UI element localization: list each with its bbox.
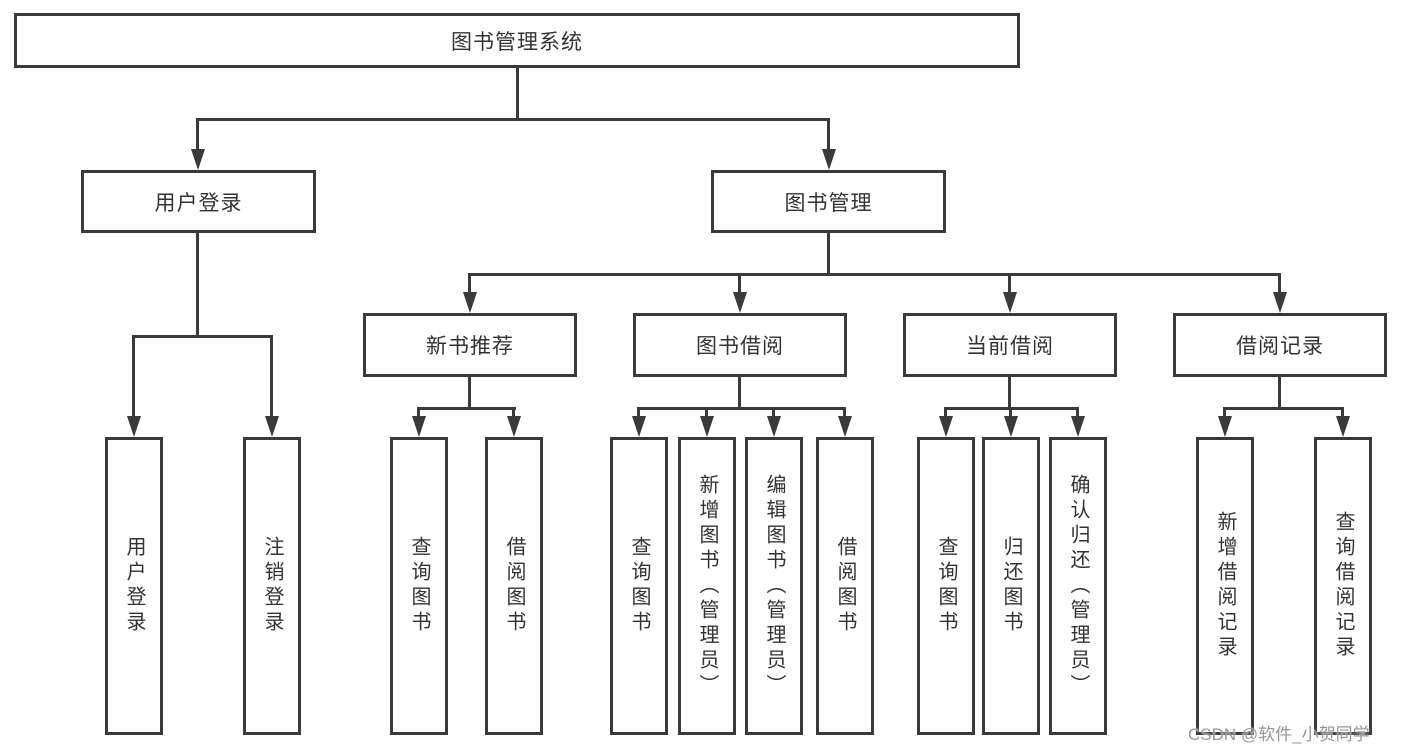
arrowhead-down-icon: [191, 149, 205, 170]
connector-user-login-stem: [196, 118, 199, 154]
node-new-book-recommend: 新书推荐: [363, 313, 577, 377]
connector-leaf-stem: [637, 407, 640, 421]
arrowhead-down-icon: [463, 292, 477, 313]
node-label: 图书借阅: [696, 335, 784, 358]
connector-down: [738, 377, 741, 407]
connector-book-mgmt-down: [827, 233, 830, 273]
leaf-label: 归还图书: [1000, 536, 1022, 636]
connector-down: [468, 377, 471, 407]
connector-down: [1008, 377, 1011, 407]
arrowhead-down-icon: [1218, 416, 1232, 437]
leaf-label: 确认归还（管理员）: [1067, 473, 1089, 699]
connector-current-stem: [1008, 273, 1011, 295]
leaf-query-books-current: 查询图书: [917, 437, 975, 735]
node-book-borrowing: 图书借阅: [633, 313, 847, 377]
leaf-user-login: 用户登录: [105, 437, 163, 735]
csdn-watermark: CSDN @软件_小贺同学: [1188, 725, 1370, 744]
connector-leaf-stem: [772, 407, 775, 421]
node-label: 当前借阅: [966, 335, 1054, 358]
leaf-label: 查询图书: [935, 536, 957, 636]
connector-leaf-stem: [512, 407, 515, 421]
leaf-label: 借阅图书: [834, 536, 856, 636]
leaf-return-books: 归还图书: [982, 437, 1040, 735]
arrowhead-down-icon: [1273, 292, 1287, 313]
arrowhead-down-icon: [700, 416, 714, 437]
connector-level2-rail: [468, 273, 1281, 276]
arrowhead-down-icon: [838, 416, 852, 437]
connector-leaf-stem: [1341, 407, 1344, 421]
leaf-logout: 注销登录: [243, 437, 301, 735]
arrowhead-down-icon: [1336, 416, 1350, 437]
connector-leaf-stem: [1009, 407, 1012, 421]
connector-new-book-stem: [468, 273, 471, 295]
node-borrow-records: 借阅记录: [1173, 313, 1387, 377]
arrowhead-down-icon: [733, 292, 747, 313]
node-user-login: 用户登录: [81, 170, 316, 233]
node-label: 用户登录: [154, 191, 243, 215]
connector-root-stem: [516, 68, 519, 118]
connector-leaf-stem: [705, 407, 708, 421]
connector-leaf-stem: [1223, 407, 1226, 421]
node-label: 图书管理系统: [451, 30, 583, 54]
node-label: 借阅记录: [1236, 335, 1324, 358]
arrowhead-down-icon: [265, 416, 279, 437]
leaf-label: 编辑图书（管理员）: [763, 473, 785, 699]
leaf-query-books-recommend: 查询图书: [390, 437, 448, 735]
connector-leaf-stem: [132, 335, 135, 421]
connector-records-stem: [1278, 273, 1281, 295]
leaf-query-borrow-record: 查询借阅记录: [1314, 437, 1372, 735]
arrowhead-down-icon: [632, 416, 646, 437]
leaf-add-books-admin: 新增图书（管理员）: [678, 437, 736, 735]
node-current-borrowing: 当前借阅: [903, 313, 1117, 377]
node-book-management: 图书管理: [711, 170, 946, 233]
connector-level1-rail: [196, 118, 830, 121]
connector-user-login-rail: [132, 335, 273, 338]
leaf-add-borrow-record: 新增借阅记录: [1196, 437, 1254, 735]
connector-leaf-stem: [270, 335, 273, 421]
connector-borrow-stem: [738, 273, 741, 295]
arrowhead-down-icon: [507, 416, 521, 437]
arrowhead-down-icon: [767, 416, 781, 437]
connector-leaf-stem: [944, 407, 947, 421]
arrowhead-down-icon: [127, 416, 141, 437]
connector-down: [1278, 377, 1281, 407]
connector-leaf-stem: [417, 407, 420, 421]
leaf-label: 借阅图书: [503, 536, 525, 636]
leaf-confirm-return-admin: 确认归还（管理员）: [1049, 437, 1107, 735]
node-library-system: 图书管理系统: [14, 13, 1020, 68]
leaf-borrow-books-recommend: 借阅图书: [485, 437, 543, 735]
node-label: 新书推荐: [426, 335, 514, 358]
node-label: 图书管理: [784, 191, 873, 215]
leaf-label: 查询借阅记录: [1332, 511, 1354, 661]
connector-book-mgmt-stem: [827, 118, 830, 154]
leaf-label: 新增图书（管理员）: [696, 473, 718, 699]
connector-rail: [637, 407, 846, 410]
connector-user-login-down: [196, 233, 199, 335]
arrowhead-down-icon: [822, 149, 836, 170]
arrowhead-down-icon: [939, 416, 953, 437]
leaf-query-books-borrowing: 查询图书: [610, 437, 668, 735]
arrowhead-down-icon: [1071, 416, 1085, 437]
leaf-label: 查询图书: [408, 536, 430, 636]
leaf-borrow-books: 借阅图书: [816, 437, 874, 735]
connector-leaf-stem: [1076, 407, 1079, 421]
leaf-label: 注销登录: [261, 536, 283, 636]
leaf-label: 用户登录: [123, 536, 145, 636]
leaf-label: 新增借阅记录: [1214, 511, 1236, 661]
leaf-label: 查询图书: [628, 536, 650, 636]
arrowhead-down-icon: [1003, 292, 1017, 313]
connector-leaf-stem: [843, 407, 846, 421]
arrowhead-down-icon: [1004, 416, 1018, 437]
connector-rail: [417, 407, 516, 410]
leaf-edit-books-admin: 编辑图书（管理员）: [745, 437, 803, 735]
arrowhead-down-icon: [412, 416, 426, 437]
connector-rail: [1223, 407, 1344, 410]
